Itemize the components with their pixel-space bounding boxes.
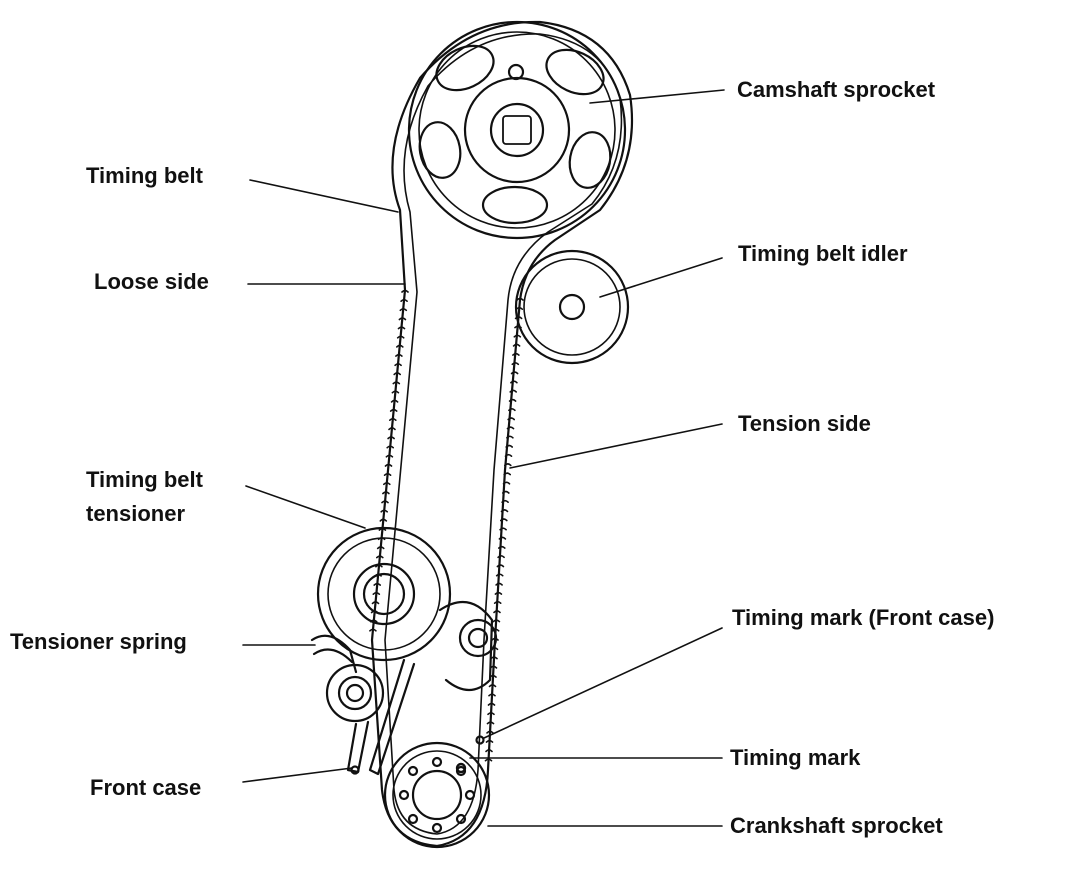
label-timing-mark: Timing mark (730, 745, 861, 770)
tensioner-spring (310, 634, 385, 774)
label-tensioner-spring: Tensioner spring (10, 629, 187, 654)
crankshaft-sprocket (383, 741, 491, 849)
label-timing-belt-idler: Timing belt idler (738, 241, 908, 266)
front-case (350, 658, 485, 776)
label-timing-belt-tensioner-line2: tensioner (86, 501, 186, 526)
label-tension-side: Tension side (738, 411, 871, 436)
leader-lines (242, 89, 725, 827)
label-timing-belt-tensioner-line1: Timing belt (86, 467, 203, 492)
timing-belt-tensioner (316, 526, 498, 692)
timing-belt-idler (514, 249, 630, 365)
label-front-case: Front case (90, 775, 202, 800)
label-timing-mark-front-case: Timing mark (Front case) (732, 605, 995, 630)
label-timing-belt: Timing belt (86, 163, 203, 188)
label-loose-side: Loose side (94, 269, 209, 294)
label-crankshaft-sprocket: Crankshaft sprocket (730, 813, 943, 838)
camshaft-sprocket (407, 20, 627, 240)
label-camshaft-sprocket: Camshaft sprocket (737, 77, 936, 102)
